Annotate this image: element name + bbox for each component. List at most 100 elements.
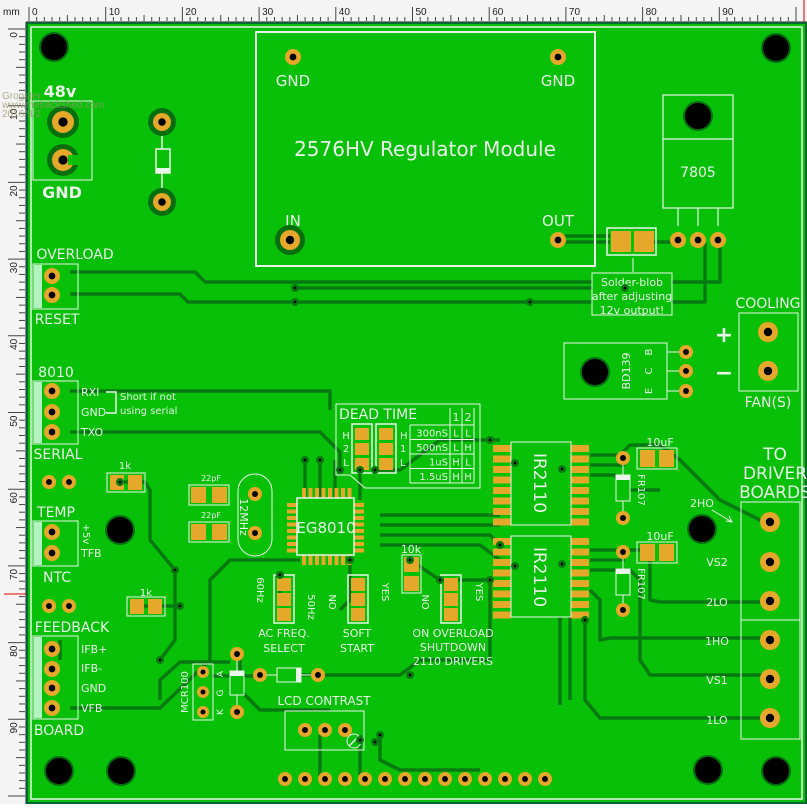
cap-pad xyxy=(659,544,674,561)
mcr100-outline xyxy=(192,663,214,721)
soft-start-line1: SOFT xyxy=(343,627,372,640)
soic-pin xyxy=(493,538,511,545)
driver-connector-1-outline xyxy=(740,619,801,740)
table-cell: H xyxy=(464,443,472,454)
connector-key xyxy=(34,382,42,443)
to-driver-line2: DRIVER xyxy=(743,464,807,484)
ruler-unit-label: mm xyxy=(3,7,20,18)
mounting-hole xyxy=(41,34,67,60)
qfp-pin xyxy=(308,555,313,565)
soic-pin xyxy=(493,455,511,463)
pad-drill xyxy=(252,530,258,536)
via xyxy=(560,467,564,471)
soic-pin xyxy=(571,476,589,484)
table-cell: L xyxy=(453,429,459,440)
to-driver-line3: BOARDS xyxy=(739,483,807,503)
soic-pin xyxy=(493,601,511,608)
vias xyxy=(116,284,629,746)
table-cell: H xyxy=(452,472,460,483)
qfp-pin xyxy=(341,555,345,565)
ovl-line1: ON OVERLOAD xyxy=(412,627,493,640)
ovl-line2: SHUTDOWN xyxy=(420,641,486,654)
qfp-pin xyxy=(287,516,297,520)
eg8010-label: EG8010 xyxy=(296,519,355,537)
ir2110-2-label: IR2110 xyxy=(529,547,549,607)
soic-pin xyxy=(493,559,511,566)
ruler-top-bg xyxy=(0,0,807,22)
reg-gnd-label-1: GND xyxy=(276,72,310,90)
pad-drill xyxy=(542,776,548,782)
dt-l2-label: L xyxy=(400,458,406,469)
ifb-plus-label: IFB+ xyxy=(81,643,107,656)
pad-drill xyxy=(66,479,72,485)
pad-drill xyxy=(200,689,206,695)
pad-drill xyxy=(234,651,240,657)
pad-drill xyxy=(58,155,68,165)
pad-drill xyxy=(482,776,488,782)
ruler-top-label: 10 xyxy=(109,7,121,18)
solder-jumper-pad xyxy=(611,231,631,252)
pad-drill xyxy=(765,635,775,645)
pad-drill xyxy=(382,776,388,782)
dt-2-label: 2 xyxy=(343,444,349,455)
ruler-left-label: 0 xyxy=(9,32,20,38)
soic-pin xyxy=(493,611,511,619)
pad-drill xyxy=(302,776,308,782)
pad-drill xyxy=(315,672,321,678)
lcd-contrast-pot-outline xyxy=(284,710,365,751)
via xyxy=(513,564,517,568)
soic-pin xyxy=(493,518,511,526)
soic-pin xyxy=(493,466,511,473)
pad-drill xyxy=(620,455,626,461)
diode-band xyxy=(230,671,244,676)
qfp-pin xyxy=(308,488,313,498)
soft-start-line2: START xyxy=(340,642,374,655)
qfp-pin xyxy=(287,509,297,514)
pad-drill xyxy=(257,672,263,678)
qfp-pin xyxy=(287,522,297,527)
r2-label: 1k xyxy=(140,588,152,599)
soic-pin xyxy=(493,590,511,598)
ruler-top-label: 70 xyxy=(569,7,581,18)
ac-freq-line1: AC FREQ. xyxy=(258,627,310,640)
soic-pin xyxy=(571,611,589,619)
qfp-pin xyxy=(334,555,339,565)
pad-drill xyxy=(46,479,52,485)
table-cell: 500nS xyxy=(416,443,448,454)
bd139-pin-e: E xyxy=(644,388,655,394)
ifb-minus-label: IFB- xyxy=(81,662,102,675)
mcr-k-label: K xyxy=(216,708,226,715)
r3-outline xyxy=(401,554,422,594)
r1-pad xyxy=(128,475,142,490)
cap2-pad xyxy=(191,524,206,540)
jumper-pads xyxy=(277,578,458,621)
bd139-label: BD139 xyxy=(620,352,633,389)
pad-drill xyxy=(683,349,689,355)
r1-outline xyxy=(106,472,146,493)
qfp-pin xyxy=(334,488,339,498)
pad-drill xyxy=(58,117,68,127)
serial-connector-outline xyxy=(32,380,79,445)
qfp-pin xyxy=(341,488,345,498)
table-cell: H xyxy=(464,472,472,483)
pad-drill xyxy=(765,596,775,606)
pad-drill xyxy=(765,517,775,527)
feedback-connector-outline xyxy=(32,635,79,720)
qfp-pin xyxy=(287,542,297,546)
table-cell: 1.5uS xyxy=(419,472,448,483)
via xyxy=(623,286,627,290)
vfb-label: VFB xyxy=(81,702,102,715)
cap2-outline xyxy=(188,521,230,543)
via xyxy=(293,300,297,304)
via xyxy=(118,480,122,484)
via xyxy=(338,468,342,472)
qfp-pin xyxy=(328,488,332,498)
ovl-yes-label: YES xyxy=(473,582,484,602)
pad-drill xyxy=(620,549,626,555)
pad-drill xyxy=(289,53,297,61)
cap1-pad xyxy=(212,487,227,503)
